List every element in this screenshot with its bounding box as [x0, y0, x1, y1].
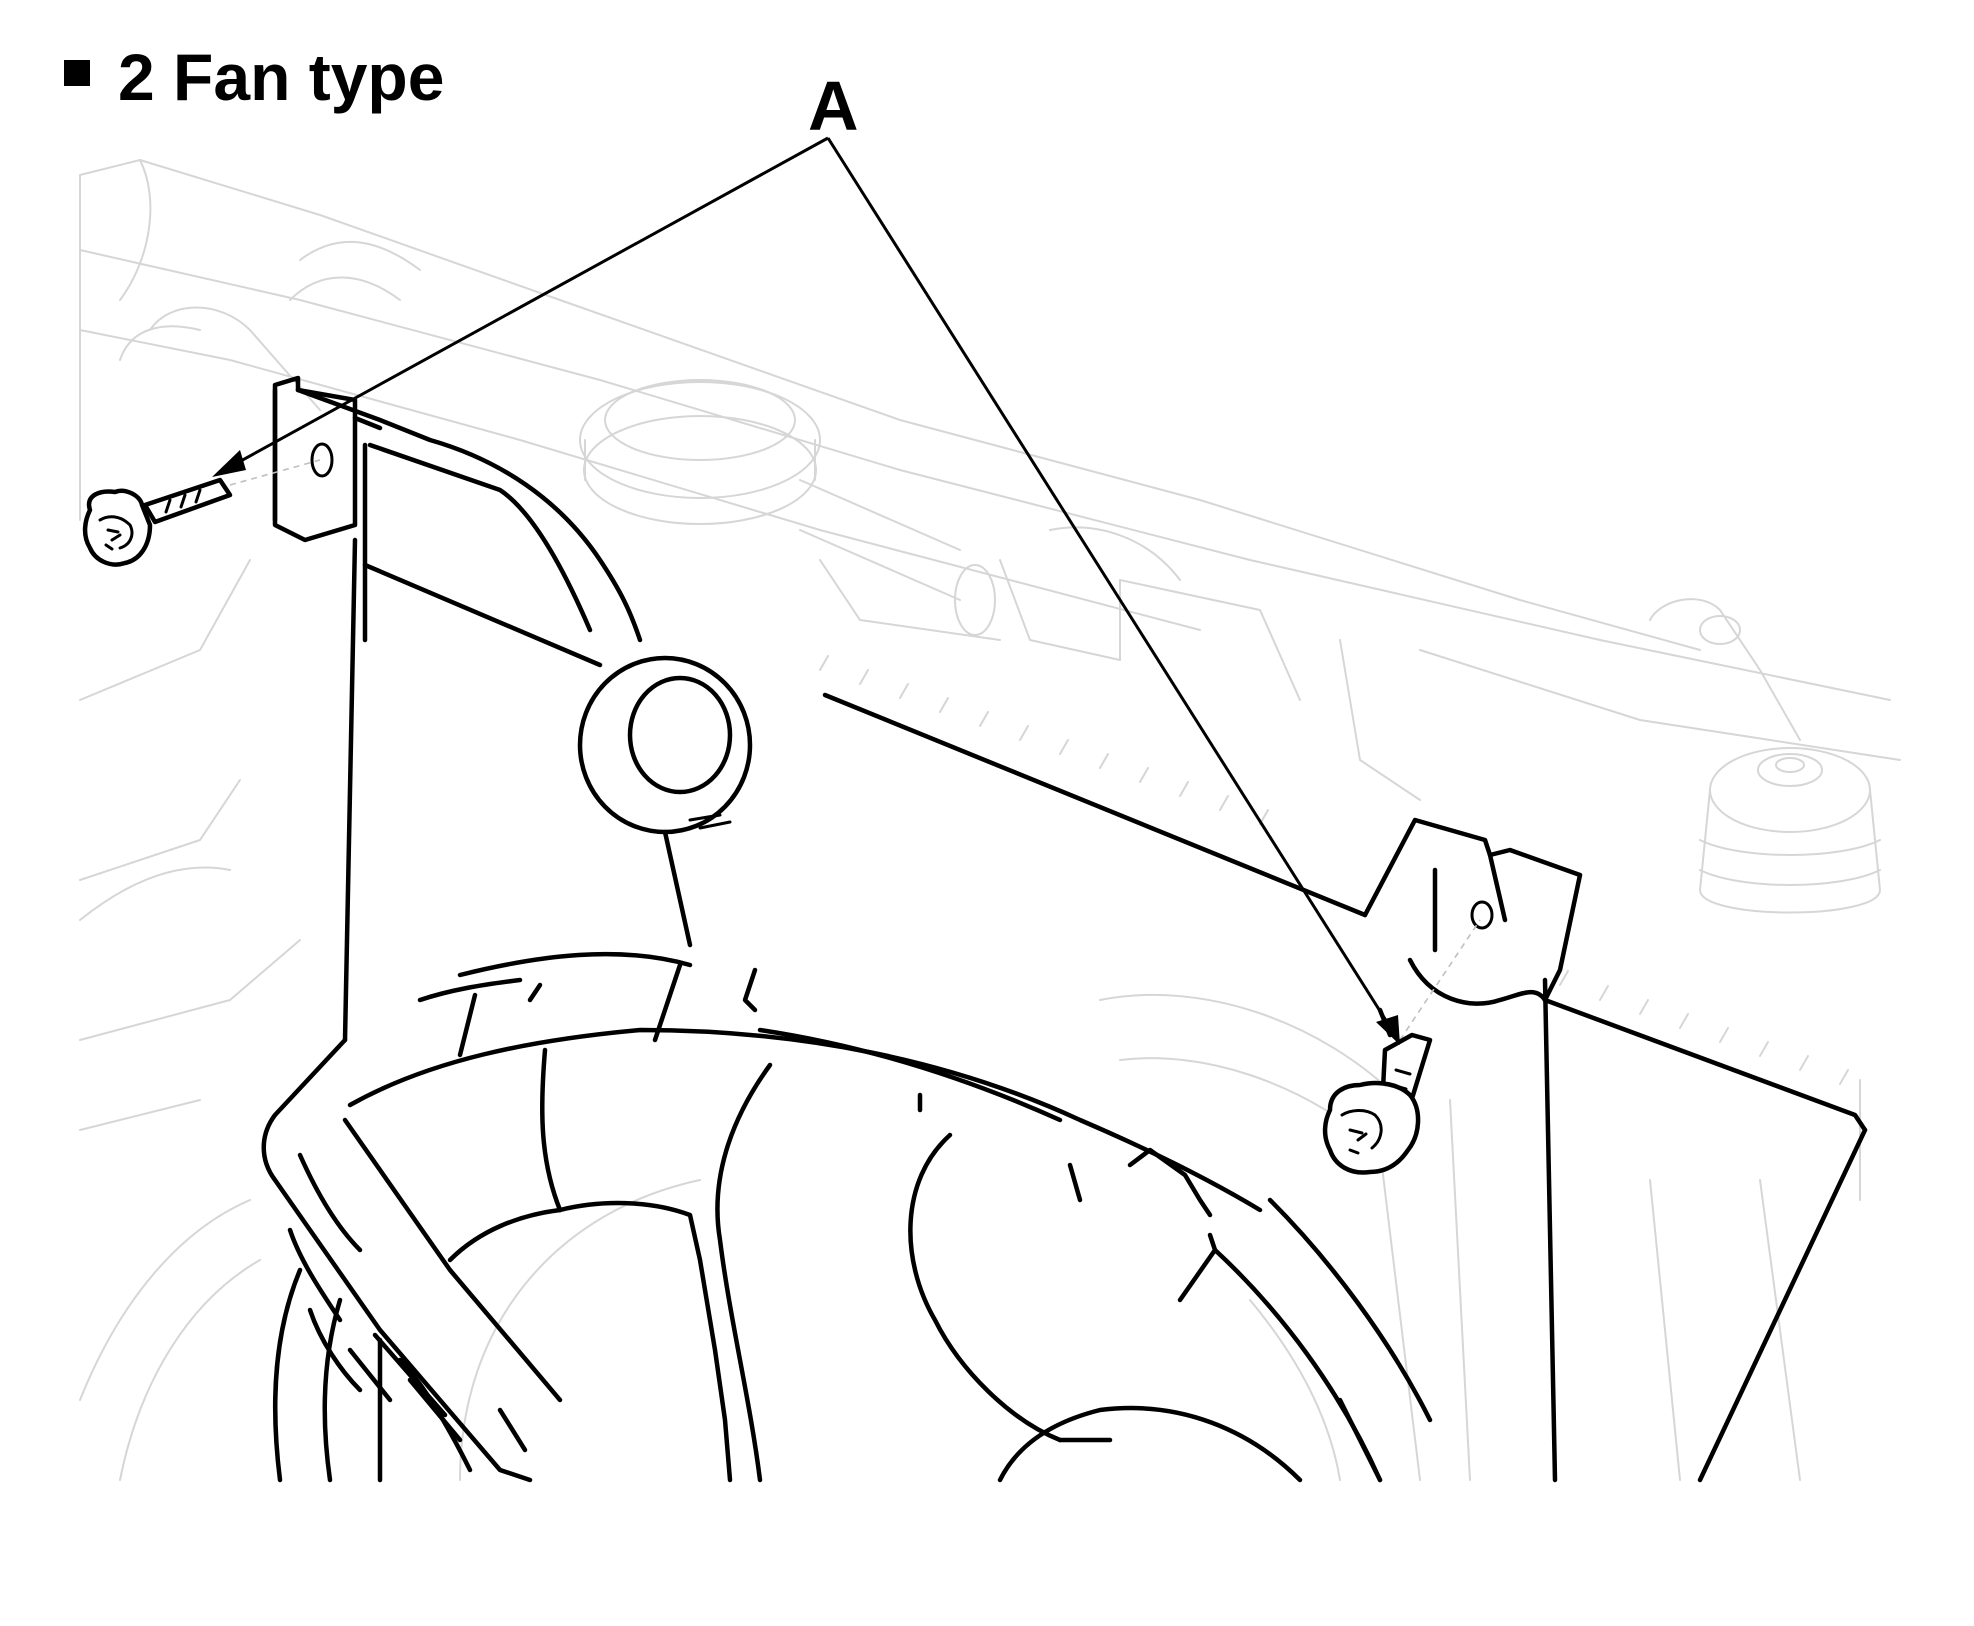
callout-a: A [212, 67, 1400, 1045]
bolt-right [1322, 919, 1481, 1175]
bolt-left [82, 459, 321, 567]
callout-a-label: A [808, 67, 859, 145]
diagram-title: 2 Fan type [64, 40, 444, 114]
arrowhead-right-icon [1376, 1015, 1400, 1045]
leader-line-right [826, 137, 1394, 1031]
background-radiator-drawing [79, 159, 1901, 1481]
title-text: 2 Fan type [118, 40, 444, 114]
leader-line-left [227, 136, 829, 470]
arrowhead-left-icon [212, 450, 246, 477]
square-bullet-icon [64, 60, 90, 86]
cooling-fan-shroud [261, 375, 1868, 1483]
